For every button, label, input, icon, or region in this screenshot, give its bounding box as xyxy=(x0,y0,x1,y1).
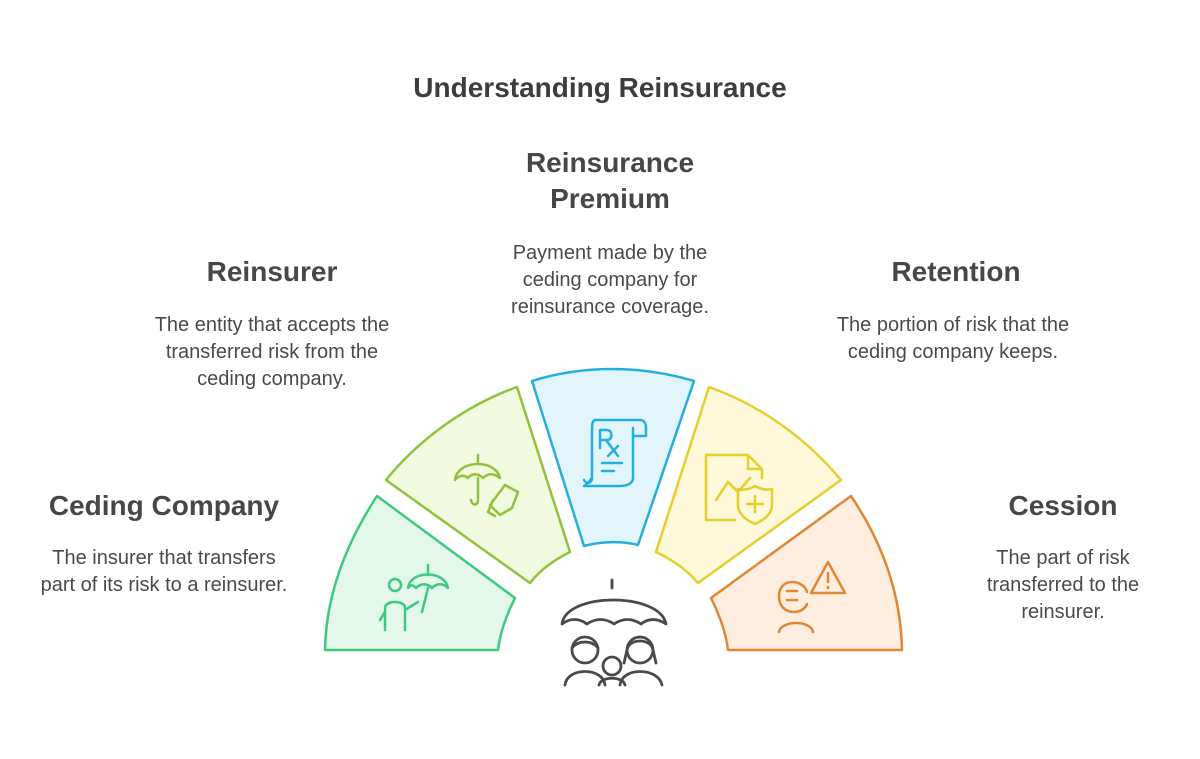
family-umbrella-icon xyxy=(560,578,668,687)
person-warning-icon xyxy=(777,560,847,634)
segment-ceding-company[interactable] xyxy=(323,494,517,652)
umbrella-hand-icon xyxy=(453,453,520,518)
desc-ceding-company: The insurer that transfers part of its r… xyxy=(40,547,288,596)
person-umbrella-icon xyxy=(378,563,450,632)
document-shield-icon xyxy=(704,453,774,526)
diagram-title: Understanding Reinsurance xyxy=(413,72,787,103)
label-ceding-company: Ceding Company xyxy=(48,490,280,521)
desc-cession: The part of risk transferred to the rein… xyxy=(986,547,1140,623)
desc-reinsurer: The entity that accepts the transferred … xyxy=(154,314,390,390)
desc-retention: The portion of risk that the ceding comp… xyxy=(836,314,1070,363)
segment-reinsurance-premium[interactable] xyxy=(530,367,696,548)
segment-cession[interactable] xyxy=(709,494,904,652)
segment-retention[interactable] xyxy=(654,385,843,585)
desc-reinsurance-premium: Payment made by the ceding company for r… xyxy=(511,242,709,318)
segment-reinsurer[interactable] xyxy=(384,385,572,585)
label-retention: Retention xyxy=(891,256,1021,287)
label-cession: Cession xyxy=(1008,490,1118,521)
label-reinsurance-premium: Reinsurance Premium xyxy=(525,147,695,214)
label-reinsurer: Reinsurer xyxy=(206,256,338,287)
prescription-receipt-icon xyxy=(582,418,648,488)
